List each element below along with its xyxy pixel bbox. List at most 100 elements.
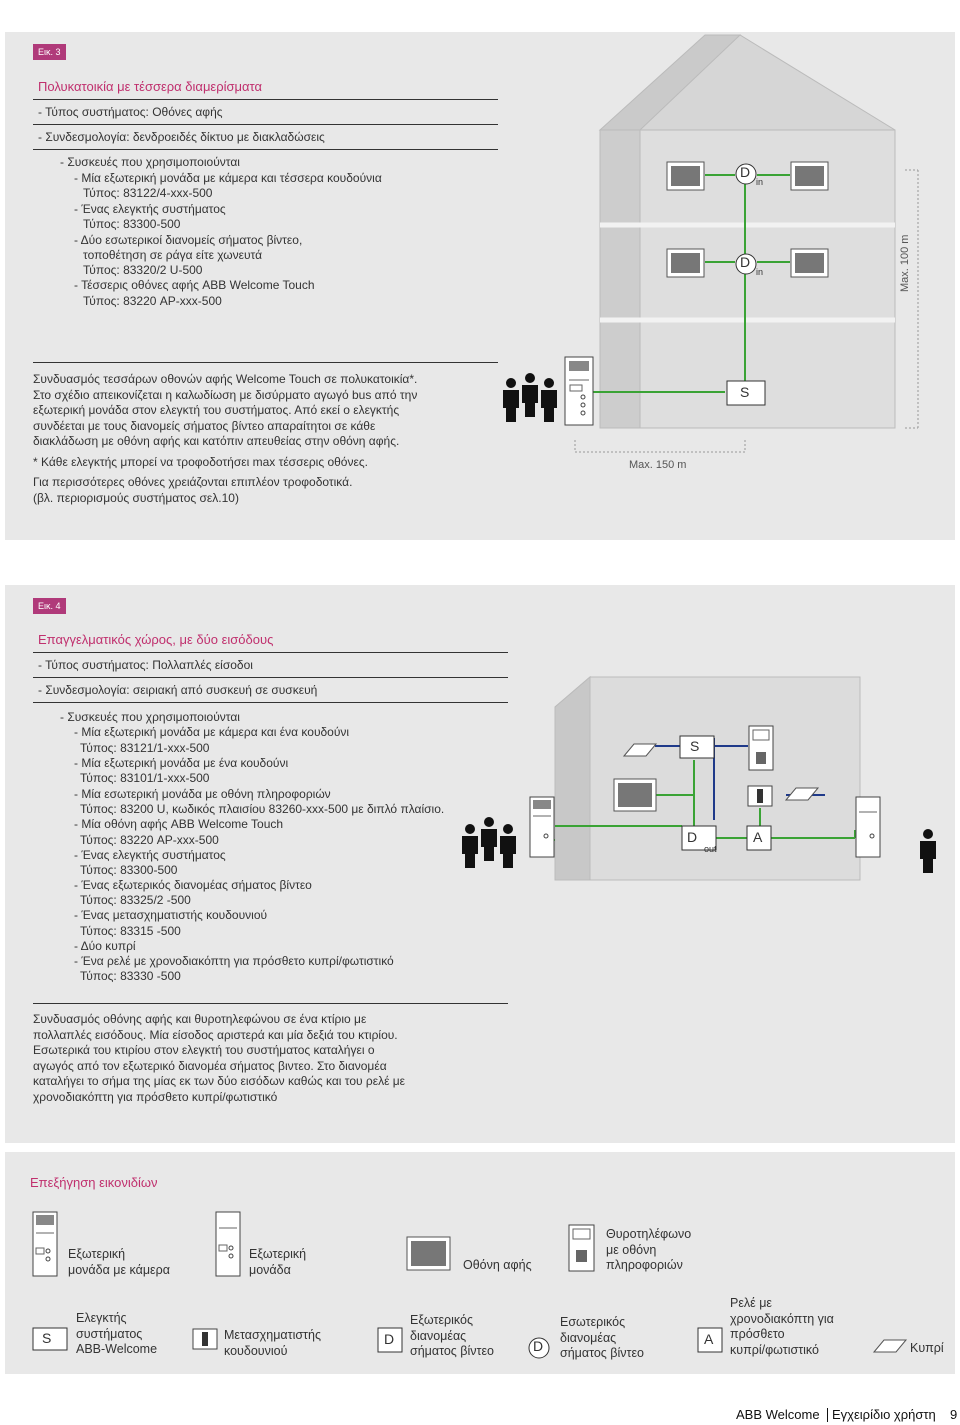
legend-relay-symbol: A	[704, 1331, 714, 1347]
controller-label: S	[690, 738, 700, 754]
intercom-icon	[568, 1224, 595, 1272]
divider	[33, 149, 498, 150]
outdoor-unit-camera-icon	[529, 796, 555, 858]
outdoor-unit-camera-icon	[564, 356, 594, 426]
legend-intercom: Θυροτηλέφωνο με οθόνη πληροφοριών	[606, 1227, 692, 1272]
device-line: Τύπος: 83101/1-xxx-500	[80, 771, 210, 785]
divider	[33, 677, 508, 678]
figure-3-tag: Εικ. 3	[33, 44, 66, 60]
legend-int-dist: Εσωτερικός διανομέας σήματος βίντεο	[560, 1315, 644, 1360]
figure-4-tag: Εικ. 4	[33, 598, 66, 614]
device-line: - Μία εξωτερική μονάδα με κάμερα και ένα…	[74, 725, 350, 739]
divider	[33, 362, 498, 363]
distributor-label: D	[687, 829, 698, 845]
device-line: Τύπος: 83330 -500	[80, 969, 181, 983]
max-horizontal: Max. 150 m	[629, 459, 687, 471]
device-line: - Ένας μετασχηματιστής κουδουνιού	[74, 908, 268, 922]
page-number: 9	[950, 1407, 958, 1422]
device-line: Τύπος: 83220 AP-xxx-500	[80, 833, 219, 847]
touch-screen-icon	[613, 778, 657, 812]
legend-ext-dist: Εξωτερικός διανομέας σήματος βίντεο	[410, 1313, 494, 1358]
legend-outdoor: Εξωτερική μονάδα	[249, 1247, 307, 1277]
footer-brand: ABB Welcome	[736, 1407, 820, 1422]
transformer-icon	[192, 1328, 218, 1350]
divider	[33, 1003, 508, 1004]
legend-outdoor-camera: Εξωτερική μονάδα με κάμερα	[68, 1247, 170, 1277]
outdoor-unit-icon	[855, 796, 881, 858]
relay-label: A	[753, 829, 763, 845]
person-icon	[920, 829, 936, 873]
device-line: - Μία εξωτερική μονάδα με κάμερα και τέσ…	[74, 171, 382, 185]
device-line: Τύπος: 83121/1-xxx-500	[80, 741, 210, 755]
distributor-label: D	[740, 254, 751, 270]
legend-bell: Κυπρί	[910, 1341, 944, 1355]
touch-screen-icon	[666, 161, 705, 191]
topology: - Συνδεσμολογία: σειριακή από συσκευή σε…	[38, 683, 318, 697]
touch-screen-icon	[790, 161, 829, 191]
legend-touch-screen: Οθόνη αφής	[463, 1258, 532, 1272]
legend-ext-dist-symbol: D	[384, 1331, 395, 1347]
outdoor-unit-icon	[215, 1211, 241, 1277]
bell-icon	[622, 743, 658, 757]
system-type: - Τύπος συστήματος: Πολλαπλές είσοδοι	[38, 658, 253, 672]
figure-4-description: Συνδυασμός οθόνης αφής και θυροτηλεφώνου…	[33, 1012, 406, 1104]
divider	[33, 99, 498, 100]
distributor-sub: out	[704, 844, 717, 854]
legend-transformer: Μετασχηματιστής κουδουνιού	[224, 1328, 321, 1358]
device-line: - Ένας ελεγκτής συστήματος	[74, 202, 226, 216]
bell-icon	[784, 787, 820, 801]
legend-int-dist-symbol: D	[533, 1338, 544, 1354]
device-line: Τύπος: 83300-500	[83, 217, 181, 231]
figure-4-diagram	[462, 675, 936, 881]
device-line: - Δύο κυπρί	[74, 939, 136, 953]
people-icon	[462, 817, 516, 868]
device-line: - Ένας εξωτερικός διανομέας σήματος βίντ…	[74, 878, 312, 892]
legend-panel	[5, 1152, 955, 1374]
device-line: - Δύο εσωτερικοί διανομείς σήματος βίντε…	[74, 233, 303, 247]
controller-label: S	[740, 384, 750, 400]
distributor-sub: in	[756, 177, 764, 187]
device-line: Τύπος: 83315 -500	[80, 924, 181, 938]
touch-screen-icon	[666, 248, 705, 278]
distributor-sub: in	[756, 267, 764, 277]
divider	[33, 702, 508, 703]
people-icon	[503, 373, 557, 422]
device-line: - Συσκευές που χρησιμοποιούνται	[60, 710, 240, 724]
divider	[33, 652, 508, 653]
bell-icon	[872, 1339, 908, 1353]
device-line: - Συσκευές που χρησιμοποιούνται	[60, 155, 240, 169]
device-line: Τύπος: 83320/2 U-500	[83, 263, 203, 277]
device-line: Τύπος: 83325/2 -500	[80, 893, 191, 907]
divider	[33, 124, 498, 125]
figure-3-note: * Κάθε ελεγκτής μπορεί να τροφοδοτήσει m…	[33, 455, 368, 469]
device-line: - Μία οθόνη αφής ABB Welcome Touch	[74, 817, 284, 831]
topology: - Συνδεσμολογία: δενδροειδές δίκτυο με δ…	[38, 130, 325, 144]
figure-3-diagram	[503, 34, 919, 453]
device-line: - Τέσσερις οθόνες αφής ABB Welcome Touch	[74, 278, 315, 292]
legend-controller-symbol: S	[42, 1330, 52, 1346]
touch-screen-icon	[406, 1236, 451, 1271]
legend-controller: Ελεγκτής συστήματος ABB-Welcome	[76, 1311, 158, 1356]
figure-4-title: Επαγγελματικός χώρος, με δύο εισόδους	[38, 632, 274, 647]
legend-title: Επεξήγηση εικονιδίων	[30, 1175, 158, 1190]
device-line: Τύπος: 83220 AP-xxx-500	[83, 294, 222, 308]
device-line: Τύπος: 83200 U, κωδικός πλαισίου 83260-x…	[80, 802, 445, 816]
outdoor-unit-camera-icon	[32, 1211, 58, 1277]
device-line: - Ένα ρελέ με χρονοδιακόπτη για πρόσθετο…	[74, 954, 394, 968]
footer-manual: Εγχειρίδιο χρήστη	[832, 1407, 936, 1422]
figure-3-title: Πολυκατοικία με τέσσερα διαμερίσματα	[38, 79, 263, 94]
figure-3-description: Συνδυασμός τεσσάρων οθονών αφής Welcome …	[33, 372, 418, 448]
transformer-icon	[747, 785, 773, 807]
footer-separator	[827, 1408, 828, 1422]
system-type: - Τύπος συστήματος: Οθόνες αφής	[38, 105, 223, 119]
figure-3-note2: Για περισσότερες οθόνες χρειάζονται επιπ…	[33, 475, 353, 505]
intercom-icon	[748, 725, 774, 771]
device-line: τοποθέτηση σε ράγα είτε χωνευτά	[83, 248, 263, 262]
legend-relay: Ρελέ με χρονοδιακόπτη για πρόσθετο κυπρί…	[730, 1296, 834, 1357]
touch-screen-icon	[790, 248, 829, 278]
device-line: Τύπος: 83122/4-xxx-500	[83, 186, 213, 200]
device-line: - Μία εσωτερική μονάδα με οθόνη πληροφορ…	[74, 787, 331, 801]
device-line: Τύπος: 83300-500	[80, 863, 178, 877]
device-line: - Ένας ελεγκτής συστήματος	[74, 848, 226, 862]
